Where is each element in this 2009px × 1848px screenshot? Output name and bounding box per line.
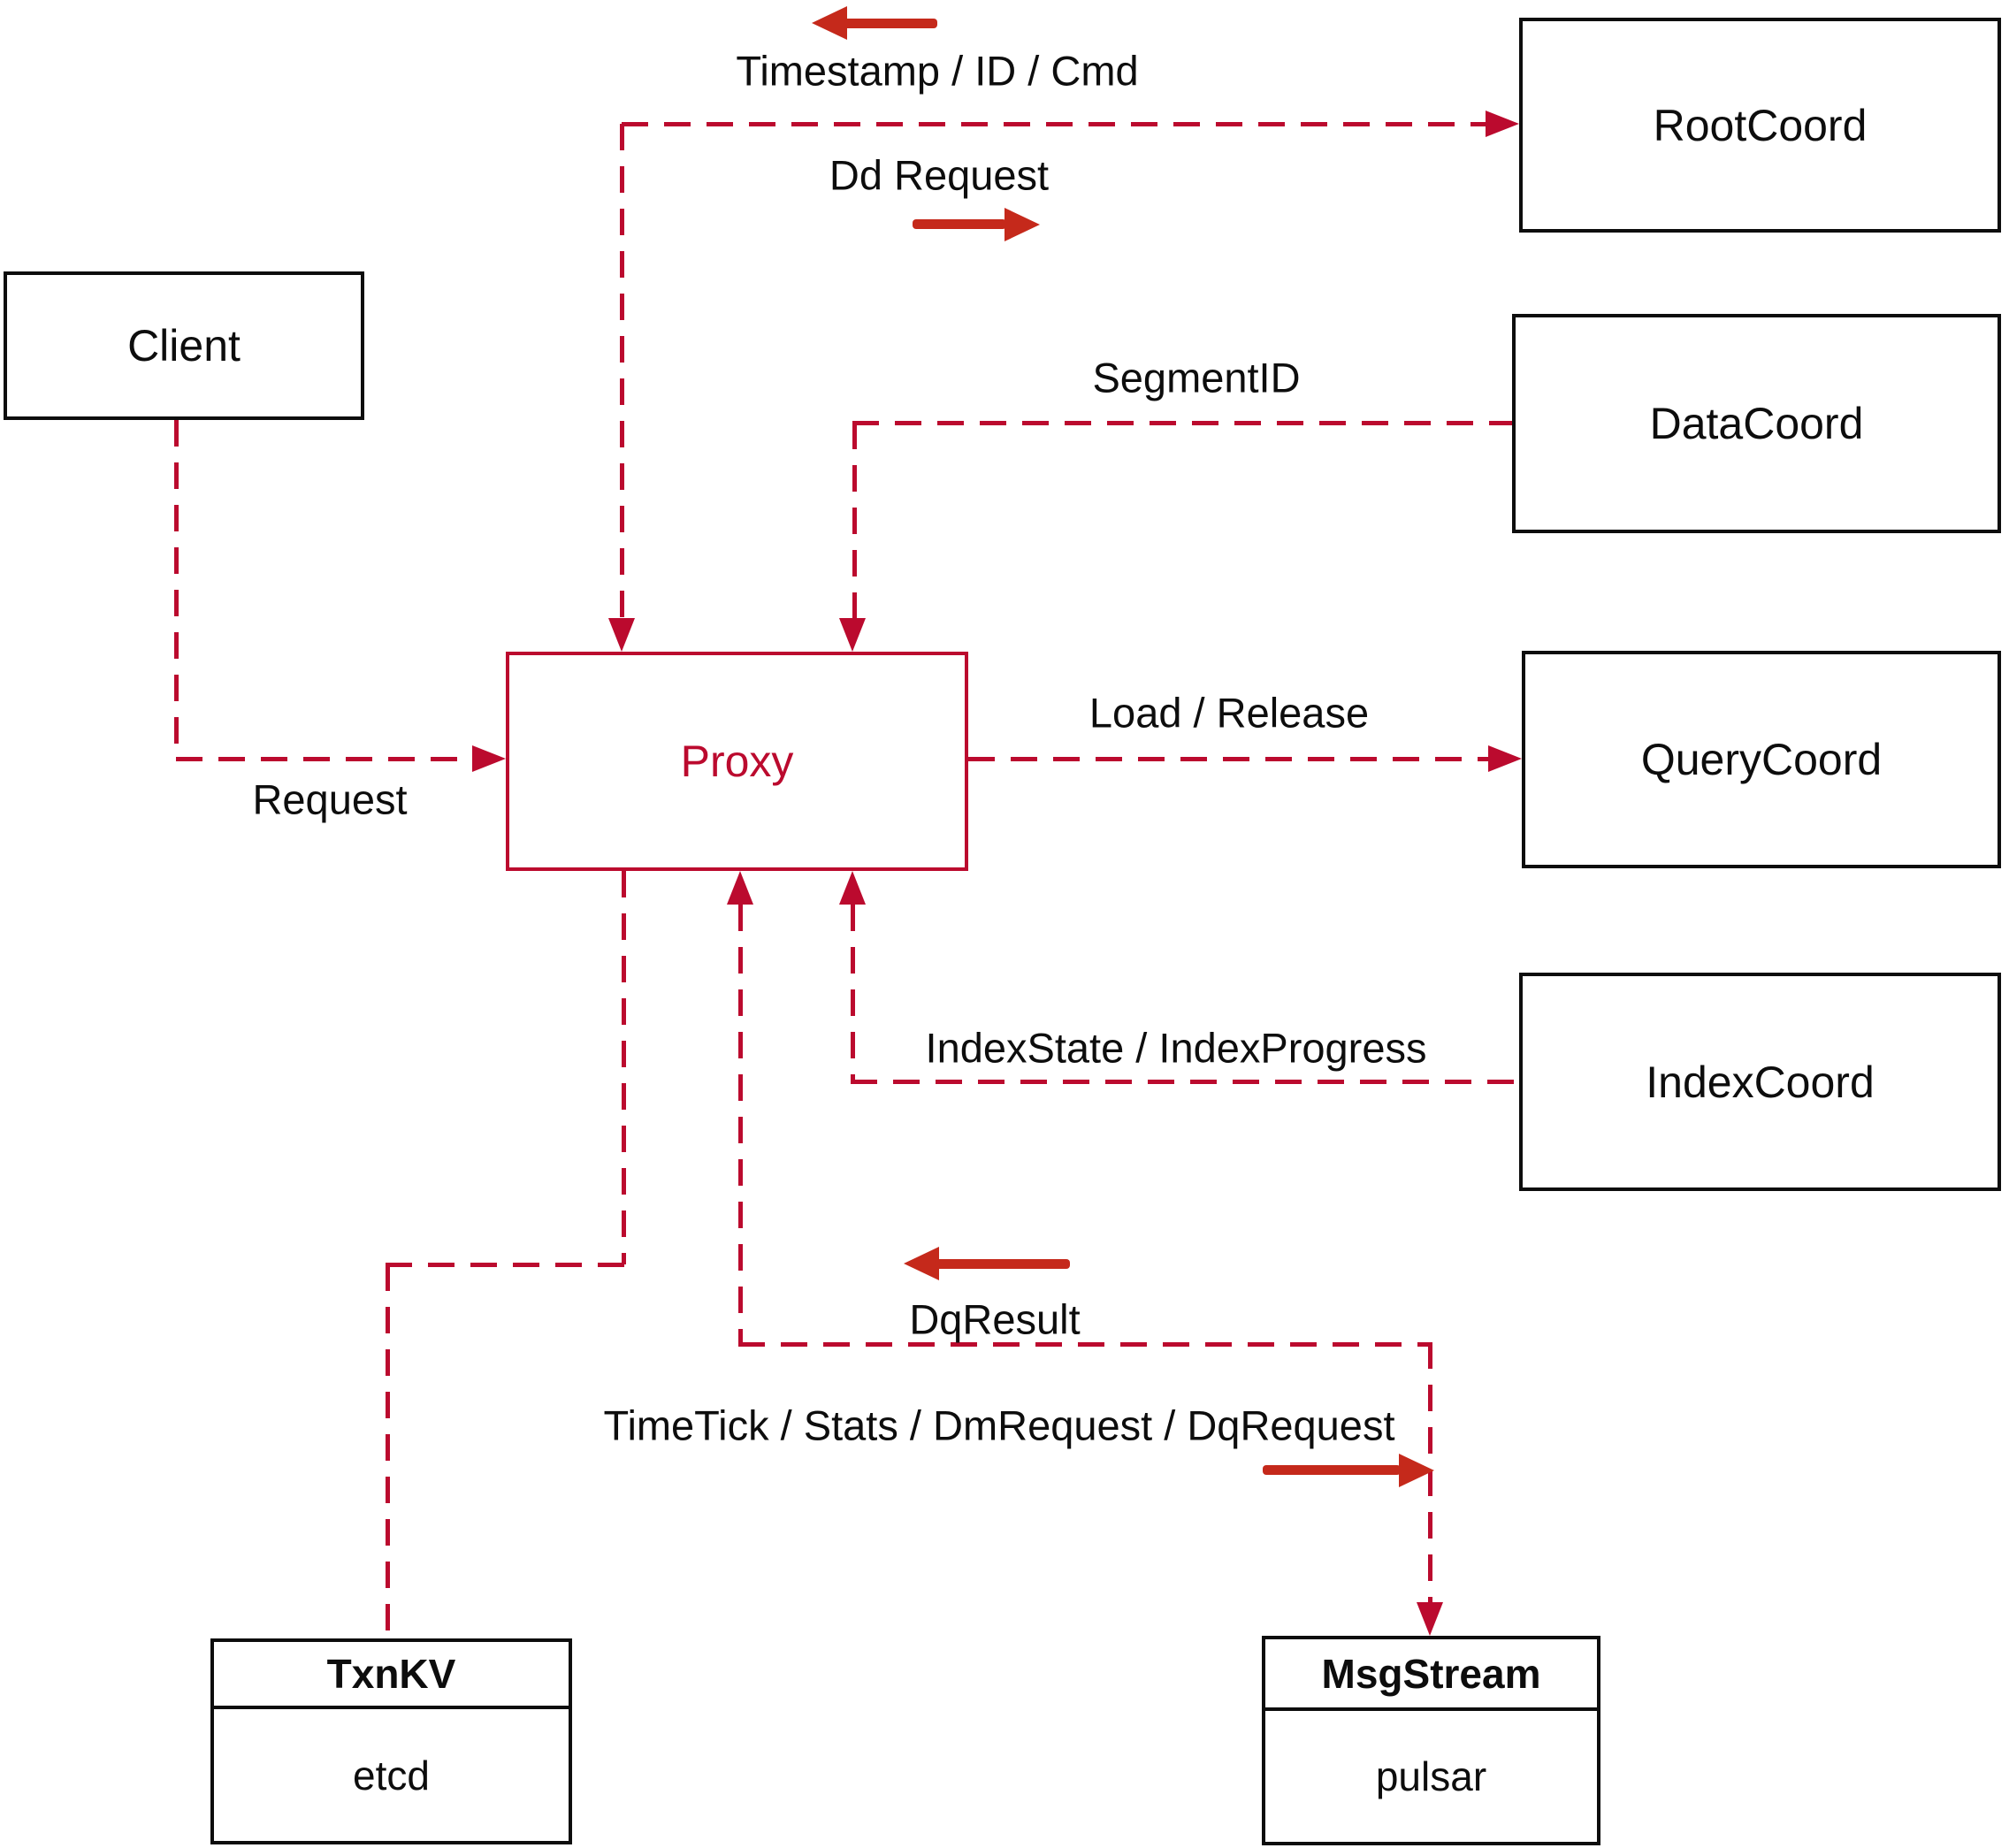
- datacoord-proxy-connector-vertical: [852, 423, 857, 621]
- node-indexcoord: IndexCoord: [1519, 973, 2001, 1191]
- indexcoord-proxy-connector-vertical: [851, 905, 855, 1081]
- edge-label-dqresult: DqResult: [909, 1295, 1081, 1343]
- datacoord-proxy-connector-horizontal: [852, 421, 1512, 425]
- node-txnkv-title: TxnKV: [214, 1642, 569, 1709]
- proxy-txnkv-connector-vertical-lower: [386, 1264, 390, 1638]
- edge-label-indexstate-indexprogress: IndexState / IndexProgress: [925, 1024, 1427, 1072]
- node-datacoord-label: DataCoord: [1649, 399, 1864, 448]
- timestamp-direction-arrow-shaft: [844, 19, 937, 28]
- proxy-rootcoord-connector-horizontal: [622, 122, 1486, 126]
- node-msgstream: MsgStream pulsar: [1262, 1636, 1600, 1845]
- arrowhead-into-msgstream: [1417, 1602, 1443, 1636]
- node-querycoord: QueryCoord: [1522, 651, 2001, 868]
- arrowhead-into-proxy-top-right: [839, 618, 866, 652]
- node-indexcoord-label: IndexCoord: [1646, 1057, 1875, 1107]
- proxy-rootcoord-connector-vertical: [620, 124, 624, 621]
- proxy-msgstream-connector-horizontal: [738, 1342, 1432, 1347]
- node-rootcoord: RootCoord: [1519, 18, 2001, 233]
- client-proxy-connector-vertical: [174, 420, 179, 759]
- arrowhead-into-querycoord: [1488, 745, 1522, 772]
- node-msgstream-title: MsgStream: [1265, 1639, 1597, 1711]
- node-client-label: Client: [127, 321, 241, 370]
- dd-request-direction-arrow-shaft: [913, 219, 1006, 229]
- proxy-txnkv-connector-vertical-upper: [622, 871, 626, 1264]
- edge-label-request: Request: [252, 775, 408, 823]
- arrowhead-into-proxy-top-left: [608, 618, 635, 652]
- proxy-querycoord-connector: [968, 757, 1488, 761]
- edge-label-timestamp-id-cmd: Timestamp / ID / Cmd: [736, 47, 1139, 95]
- node-msgstream-impl: pulsar: [1375, 1753, 1487, 1799]
- proxy-txnkv-connector-horizontal: [386, 1263, 626, 1267]
- arrowhead-into-rootcoord: [1486, 111, 1519, 137]
- node-txnkv: TxnKV etcd: [210, 1638, 572, 1844]
- client-proxy-connector-horizontal: [176, 757, 474, 761]
- node-rootcoord-label: RootCoord: [1653, 100, 1868, 150]
- dqresult-direction-arrow-shaft: [936, 1259, 1070, 1269]
- arrowhead-into-proxy-bottom-right: [839, 871, 866, 905]
- dd-request-direction-arrow-icon: [1004, 208, 1040, 241]
- node-proxy-label: Proxy: [680, 737, 794, 786]
- edge-label-dd-request: Dd Request: [829, 151, 1050, 199]
- timetick-direction-arrow-shaft: [1263, 1465, 1401, 1475]
- node-proxy: Proxy: [506, 652, 968, 871]
- node-client: Client: [4, 271, 364, 420]
- dqresult-direction-arrow-icon: [904, 1247, 939, 1280]
- node-datacoord: DataCoord: [1512, 314, 2001, 533]
- edge-label-segmentid: SegmentID: [1092, 354, 1301, 401]
- node-querycoord-label: QueryCoord: [1640, 735, 1883, 784]
- proxy-msgstream-connector-vertical-upper: [738, 905, 743, 1344]
- timetick-direction-arrow-icon: [1399, 1454, 1434, 1487]
- edge-label-load-release: Load / Release: [1089, 689, 1370, 737]
- indexcoord-proxy-connector-horizontal: [851, 1080, 1519, 1084]
- arrowhead-into-proxy-left: [472, 745, 506, 772]
- timestamp-direction-arrow-icon: [812, 6, 847, 40]
- edge-label-timetick-stats: TimeTick / Stats / DmRequest / DqRequest: [603, 1401, 1395, 1449]
- node-txnkv-impl: etcd: [353, 1752, 430, 1798]
- arrowhead-into-proxy-bottom-middle: [727, 871, 753, 905]
